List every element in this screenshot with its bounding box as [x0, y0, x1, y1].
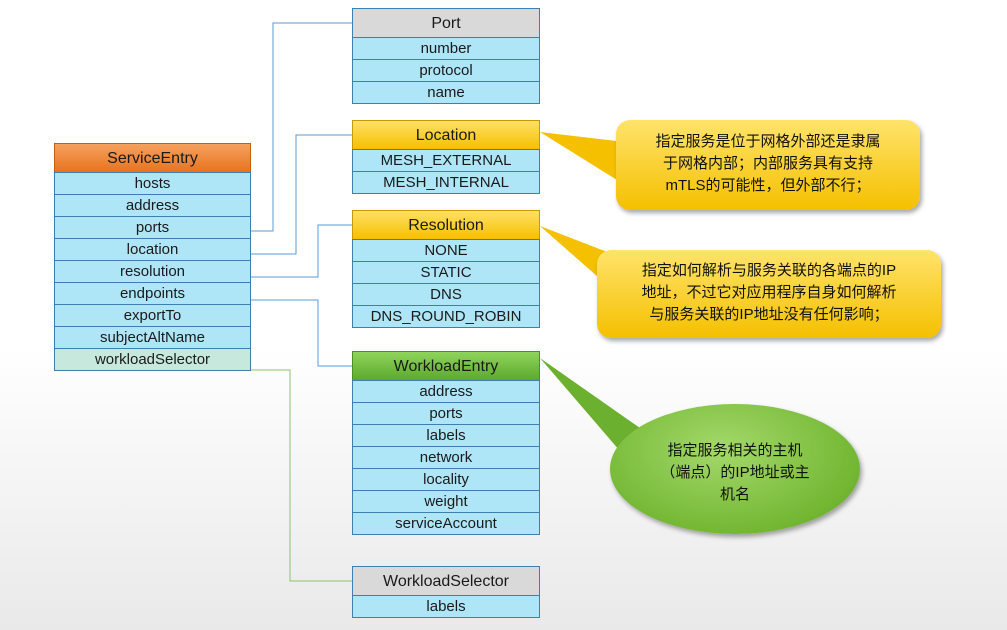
workloadentry-table: WorkloadEntry address ports labels netwo… [352, 351, 540, 535]
workloadentry-field-locality: locality [352, 468, 540, 491]
workloadentry-field-labels: labels [352, 424, 540, 447]
serviceentry-field-subjectaltname: subjectAltName [54, 326, 251, 349]
port-field-protocol: protocol [352, 59, 540, 82]
serviceentry-header: ServiceEntry [54, 143, 251, 173]
resolution-field-static: STATIC [352, 261, 540, 284]
workloadentry-note: 指定服务相关的主机 （端点）的IP地址或主 机名 [610, 404, 860, 534]
workloadentry-header: WorkloadEntry [352, 351, 540, 381]
resolution-note-line-2: 地址，不过它对应用程序自身如何解析 [641, 284, 897, 301]
resolution-note: 指定如何解析与服务关联的各端点的IP 地址，不过它对应用程序自身如何解析 与服务… [597, 250, 941, 338]
serviceentry-field-ports: ports [54, 216, 251, 239]
location-callout-pointer [540, 132, 625, 185]
serviceentry-field-endpoints: endpoints [54, 282, 251, 305]
workloadselector-field-labels: labels [352, 595, 540, 618]
workloadentry-field-network: network [352, 446, 540, 469]
port-header: Port [352, 8, 540, 38]
location-note-line-1: 指定服务是位于网格外部还是隶属 [655, 133, 881, 150]
workloadentry-field-address: address [352, 380, 540, 403]
endpoints-to-workloadentry-connector [251, 299, 352, 367]
serviceentry-field-exportto: exportTo [54, 304, 251, 327]
location-to-location-connector [251, 134, 352, 255]
resolution-field-dns-round-robin: DNS_ROUND_ROBIN [352, 305, 540, 328]
workloadentry-callout-pointer [540, 358, 640, 465]
serviceentry-field-hosts: hosts [54, 172, 251, 195]
workloadselector-table: WorkloadSelector labels [352, 566, 540, 618]
workloadentry-note-line-2: （端点）的IP地址或主 [660, 464, 810, 481]
workloadentry-field-serviceaccount: serviceAccount [352, 512, 540, 535]
resolution-table: Resolution NONE STATIC DNS DNS_ROUND_ROB… [352, 210, 540, 328]
location-note: 指定服务是位于网格外部还是隶属 于网格内部；内部服务具有支持 mTLS的可能性，… [616, 120, 920, 210]
port-field-name: name [352, 81, 540, 104]
resolution-header: Resolution [352, 210, 540, 240]
workloadentry-field-weight: weight [352, 490, 540, 513]
serviceentry-field-location: location [54, 238, 251, 261]
resolution-note-line-3: 与服务关联的IP地址没有任何影响； [649, 306, 889, 323]
serviceentry-field-workloadselector: workloadSelector [54, 348, 251, 371]
location-table: Location MESH_EXTERNAL MESH_INTERNAL [352, 120, 540, 194]
port-table: Port number protocol name [352, 8, 540, 104]
resolution-callout-pointer [540, 226, 615, 292]
workloadselector-connector [251, 369, 352, 582]
ports-to-port-connector [251, 22, 352, 232]
resolution-field-none: NONE [352, 239, 540, 262]
resolution-field-dns: DNS [352, 283, 540, 306]
workloadentry-field-ports: ports [352, 402, 540, 425]
location-note-line-3: mTLS的可能性，但外部不行； [665, 177, 871, 194]
location-field-mesh-internal: MESH_INTERNAL [352, 171, 540, 194]
workloadselector-header: WorkloadSelector [352, 566, 540, 596]
workloadentry-note-line-3: 机名 [719, 486, 750, 503]
serviceentry-field-resolution: resolution [54, 260, 251, 283]
location-header: Location [352, 120, 540, 150]
resolution-note-line-1: 指定如何解析与服务关联的各端点的IP [641, 262, 897, 279]
resolution-to-resolution-connector [251, 224, 352, 278]
serviceentry-field-address: address [54, 194, 251, 217]
serviceentry-table: ServiceEntry hosts address ports locatio… [54, 143, 251, 371]
port-field-number: number [352, 37, 540, 60]
location-field-mesh-external: MESH_EXTERNAL [352, 149, 540, 172]
location-note-line-2: 于网格内部；内部服务具有支持 [662, 155, 873, 172]
workloadentry-note-line-1: 指定服务相关的主机 [667, 442, 803, 459]
